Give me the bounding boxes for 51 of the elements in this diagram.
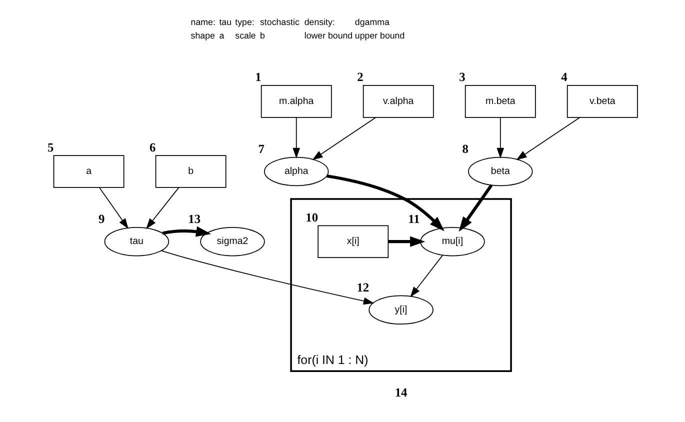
- node-label: 5: [48, 140, 54, 154]
- arrow: [516, 117, 580, 160]
- node-box: m.alpha: [260, 85, 332, 118]
- node-ellipse: alpha: [264, 156, 329, 186]
- arrow: [496, 117, 504, 158]
- node-label: 12: [356, 280, 370, 294]
- label: lower bound: [304, 30, 353, 40]
- node-label: 9: [98, 212, 105, 226]
- label: stochastic: [260, 17, 300, 28]
- label: a: [219, 30, 224, 40]
- node-label: 14: [394, 386, 408, 400]
- arrow: [292, 117, 300, 158]
- node-ellipse: mu[i]: [420, 226, 485, 256]
- label: density:: [304, 17, 335, 28]
- arrow: [162, 226, 212, 237]
- arrow: [388, 236, 426, 247]
- node-label: 3: [459, 70, 466, 84]
- node-ellipse: beta: [468, 156, 533, 186]
- arrow: [458, 184, 493, 232]
- node-box: m.beta: [464, 85, 536, 118]
- node-label: 10: [306, 210, 318, 224]
- arrow: [146, 187, 180, 229]
- node-box: a: [53, 155, 124, 188]
- label: scale: [235, 30, 256, 40]
- node-label: 7: [258, 142, 264, 156]
- node-label: 6: [150, 140, 156, 154]
- node-box: x[i]: [318, 225, 389, 258]
- node-ellipse: sigma2: [200, 226, 265, 256]
- node-box: v.alpha: [362, 85, 434, 118]
- node-label: 13: [188, 212, 201, 226]
- node-label: 4: [561, 70, 568, 84]
- node-ellipse: tau: [104, 226, 170, 256]
- label: b: [260, 30, 265, 40]
- node-box: b: [155, 155, 226, 188]
- label: tau: [219, 17, 232, 28]
- arrow: [326, 174, 444, 232]
- label: shape: [190, 30, 215, 40]
- node-label: 11: [408, 212, 420, 226]
- label: name:: [190, 17, 216, 28]
- node-ellipse: y[i]: [368, 295, 434, 325]
- arrow: [161, 250, 374, 305]
- arrow: [98, 187, 128, 229]
- label: dgamma: [354, 17, 390, 28]
- label: upper bound: [354, 30, 405, 40]
- arrow: [312, 117, 376, 160]
- node-label: 2: [357, 70, 364, 84]
- label: type:: [235, 17, 254, 28]
- node-label: 8: [462, 142, 468, 156]
- node-label: 1: [255, 70, 262, 84]
- node-box: v.beta: [566, 85, 638, 118]
- arrow: [410, 254, 444, 298]
